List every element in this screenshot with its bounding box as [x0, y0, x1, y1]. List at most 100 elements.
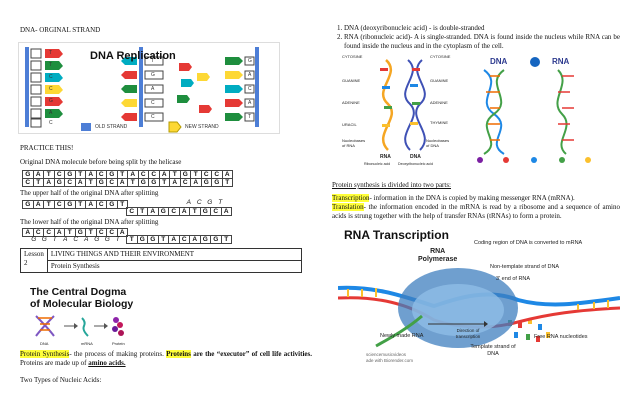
guanine-label-dna: GUANINE [430, 78, 449, 83]
rna-header: RNA [552, 57, 570, 66]
nucleotide-box: C [196, 199, 202, 206]
credit-line-2: ade with Biorender.com [366, 358, 414, 363]
left-base-boxes [30, 48, 42, 128]
left-base-letter: C [49, 74, 53, 80]
rna-transcription-figure: RNA Transcription Coding region of DNA i… [337, 228, 621, 380]
backbone-old-left [25, 47, 29, 127]
dna-list-item: DNA (deoxyribonucleic acid) - is double-… [344, 24, 620, 33]
amino-acids-term: amino acids. [88, 358, 126, 367]
right-base-letter: C [248, 86, 252, 92]
transcription-paragraph: Transcription- information in the DNA is… [332, 194, 620, 203]
dna-replication-figure: T T C C G A C T G A C C G A C A T OLD ST… [18, 42, 280, 134]
central-dogma-title-line1: The Central Dogma [30, 286, 127, 298]
nucleotide-box: C [73, 236, 79, 243]
dna-subtitle: Deoxyribonucleic acid [398, 162, 433, 166]
rna-label: RNA [380, 154, 391, 160]
nucleotide-box: T [221, 178, 233, 187]
mid-base-shapes [121, 56, 164, 122]
adenine-label-dna: ADENINE [430, 100, 448, 105]
dna-rna-comparison-figure: DNA RNA [460, 54, 610, 164]
backbone-new-right [255, 47, 259, 127]
rna-transcription-title: RNA Transcription [344, 228, 449, 242]
executor-text: are the “executor” of cell life activiti… [190, 350, 312, 358]
mid-base-letter: T [151, 58, 155, 64]
backbone-old-mid [139, 47, 143, 127]
dogma-label-dna: DNA [40, 341, 49, 346]
lesson-number: Lesson 2 [20, 248, 48, 273]
rna-subtitle: Ribonucleic acid [364, 162, 391, 166]
direction-label: Direction of transcription [455, 328, 481, 339]
proteins-term: Proteins [166, 350, 191, 358]
right-base-letter: G [248, 58, 252, 64]
free-nucleotides-label: Free RNA nucleotides [534, 334, 588, 340]
nucleotide-box: A [116, 228, 128, 237]
mid-base-letter: G [151, 72, 155, 78]
uracil-label: URACIL [342, 122, 357, 127]
right-base-letter: A [248, 100, 252, 106]
nucleotide-box: G [207, 199, 213, 206]
free-nucleotides [177, 63, 212, 113]
nucleotide-box: G [94, 236, 100, 243]
left-base-letter: C [49, 86, 53, 92]
nucleotide-box: A [63, 236, 68, 243]
heading-original-strand: DNA- ORGINAL STRAND [20, 26, 101, 34]
transcription-term: Transcription [332, 194, 370, 202]
protein-synthesis-term: Protein Synthesis [20, 350, 70, 358]
translation-term: Translation [332, 203, 364, 211]
left-base-letter: C [49, 120, 53, 126]
cytosine-label-dna: CYTOSINE [430, 54, 451, 59]
template-strand-label: Template strand of DNA [470, 344, 516, 357]
lesson-topic: Protein Synthesis [46, 259, 303, 273]
nucleotide-box: A [186, 199, 191, 206]
synthesis-parts-heading: Protein synthesis is divided into two pa… [332, 181, 451, 189]
nucleobases-dna-label: Nucleobases of DNA [426, 138, 450, 148]
guanine-label: GUANINE [342, 78, 361, 83]
mid-base-letter: A [151, 86, 155, 92]
adenine-label: ADENINE [342, 100, 360, 105]
rna-list-item: RNA (ribonucleic acid)- A is single-stra… [344, 33, 620, 51]
rna-dna-bases-figure: CYTOSINE CYTOSINE GUANINE GUANINE ADENIN… [342, 54, 452, 174]
dna-label: DNA [410, 154, 421, 160]
nucleotide-box: T [116, 200, 128, 209]
protein-synthesis-text: - the process of making proteins. [69, 350, 167, 358]
mid-base-letter: C [151, 114, 155, 120]
lesson-title: LIVING THINGS AND THEIR ENVIRONMENT [46, 248, 303, 261]
rna-polymerase-label: RNA Polymerase [418, 248, 457, 263]
two-types-heading: Two Types of Nucleic Acids: [20, 376, 102, 384]
dogma-label-protein: Protein [112, 341, 125, 346]
lesson-table: Lesson 2 LIVING THINGS AND THEIR ENVIRON… [20, 248, 303, 273]
nucleotide-box: T [52, 236, 57, 243]
newly-made-rna-strand [375, 314, 423, 348]
right-base-letter: A [248, 72, 252, 78]
translation-text: - the information encoded in the mRNA is… [332, 203, 620, 220]
dna-replication-diagram [25, 47, 259, 133]
cytosine-label: CYTOSINE [342, 54, 363, 59]
lower-half-caption: The lower half of the original DNA after… [20, 218, 159, 226]
left-base-letter: G [49, 98, 53, 104]
nucleotide-box: G [104, 236, 110, 243]
coding-region-label: Coding region of DNA is converted to mRN… [474, 240, 583, 246]
nucleotide-box: G [31, 236, 37, 243]
dogma-label-mrna: mRNA [81, 341, 93, 346]
old-strand-swatch [81, 123, 91, 131]
left-base-letter: T [49, 62, 53, 68]
new-strand-swatch [168, 121, 182, 133]
right-base-letter: T [248, 114, 252, 120]
thymine-label: THYMINE [430, 120, 448, 125]
nucleotide-box: T [218, 199, 223, 206]
nucleotide-box: A [84, 236, 89, 243]
dna-replication-title: DNA Replication [90, 50, 176, 62]
central-dogma-title: The Central Dogma of Molecular Biology [30, 286, 133, 310]
dna-header: DNA [490, 57, 508, 66]
nucleobases-rna-label: Nucleobases of RNA [342, 138, 366, 148]
nucleotide-box: T [115, 236, 120, 243]
transcription-text: - information in the DNA is copied by ma… [369, 194, 575, 202]
new-strand-label: NEW STRAND [185, 124, 219, 130]
